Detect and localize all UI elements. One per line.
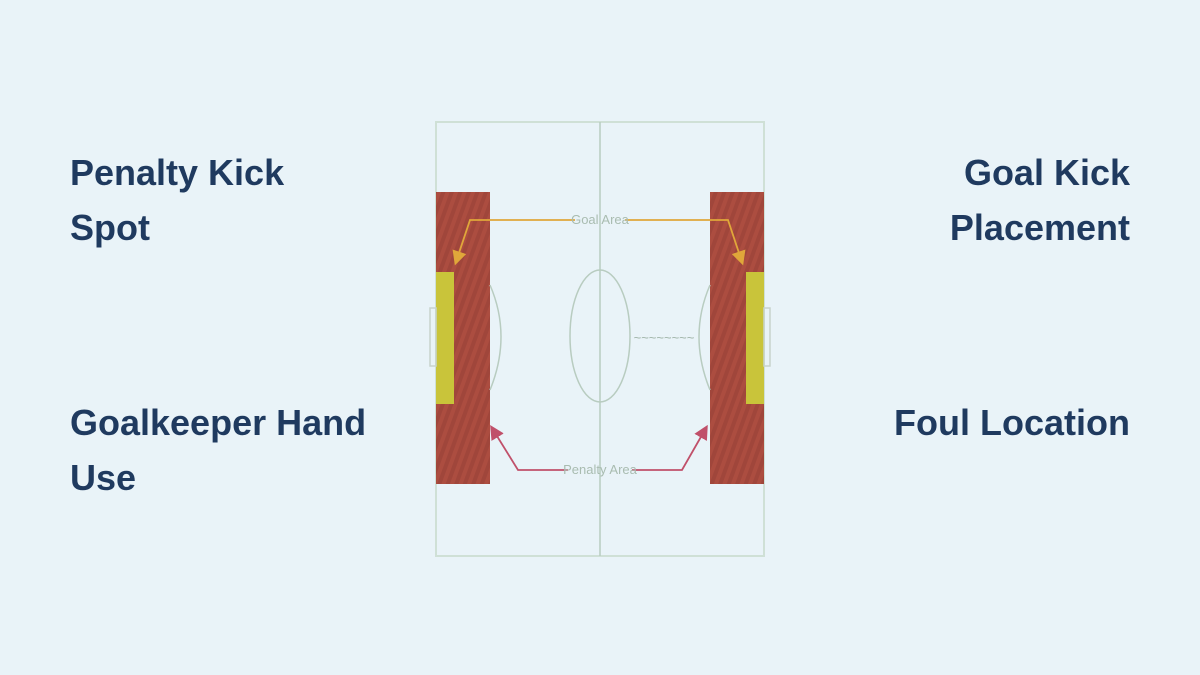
left-goal bbox=[429, 307, 437, 367]
penalty-area-label: Penalty Area bbox=[563, 462, 637, 477]
penalty-area-arrow-right bbox=[632, 424, 708, 471]
right-penalty-arc bbox=[698, 284, 711, 391]
right-goal bbox=[763, 307, 771, 367]
right-goal-area bbox=[746, 272, 764, 404]
center-text: ~~~~~~~~ bbox=[634, 330, 695, 345]
goal-area-arrow-left bbox=[452, 219, 575, 266]
soccer-pitch-diagram: Goal Area Penalty Area ~~~~~~~~ bbox=[429, 121, 771, 557]
left-goal-area bbox=[436, 272, 454, 404]
label-foul-location: Foul Location bbox=[894, 395, 1130, 450]
left-penalty-arc bbox=[489, 284, 502, 391]
penalty-area-arrow-left bbox=[490, 424, 568, 471]
label-line: Spot bbox=[70, 207, 150, 248]
label-goal-kick-placement: Goal Kick Placement bbox=[950, 145, 1130, 255]
label-line: Placement bbox=[949, 207, 1130, 248]
label-line: Goal Kick bbox=[963, 152, 1130, 193]
center-circle bbox=[569, 269, 631, 403]
label-line: Goalkeeper Hand bbox=[70, 402, 367, 443]
goal-area-arrow-right bbox=[625, 219, 746, 266]
label-line: Use bbox=[70, 457, 137, 498]
label-goalkeeper-hand-use: Goalkeeper Hand Use bbox=[70, 395, 366, 505]
label-line: Foul Location bbox=[894, 402, 1130, 443]
label-line: Penalty Kick bbox=[70, 152, 285, 193]
goal-area-label: Goal Area bbox=[571, 212, 630, 227]
label-penalty-kick-spot: Penalty Kick Spot bbox=[70, 145, 284, 255]
